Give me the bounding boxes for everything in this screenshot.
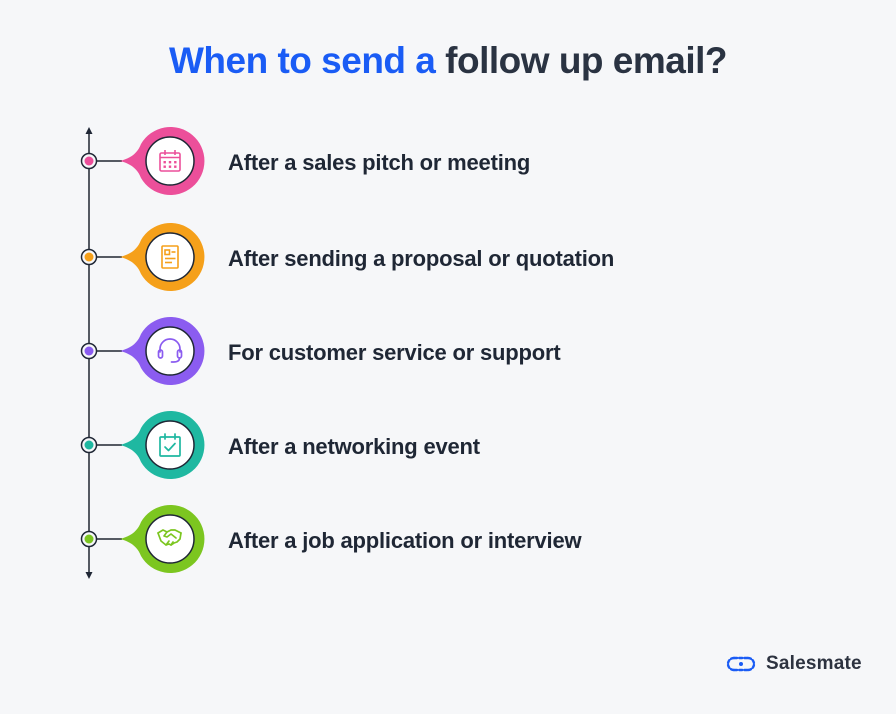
timeline-item-3 [80, 317, 205, 385]
headset-icon [157, 338, 183, 363]
brand-logo: Salesmate [724, 653, 862, 675]
arrow-down-icon [85, 572, 93, 579]
item-label-1: After a sales pitch or meeting [228, 150, 531, 175]
timeline-dot [84, 346, 94, 356]
title-rest: follow up email? [445, 40, 728, 81]
timeline-item-5 [80, 505, 205, 573]
calendar-icon [159, 150, 181, 172]
brand-name: Salesmate [766, 653, 862, 674]
timeline-item-2 [80, 222, 205, 292]
timeline-dot [84, 440, 94, 450]
item-label-4: After a networking event [228, 434, 480, 459]
timeline-item-1 [80, 127, 205, 196]
document-icon [161, 245, 179, 269]
arrow-up-icon [85, 127, 93, 134]
item-label-2: After sending a proposal or quotation [228, 246, 615, 271]
timeline-dot [84, 156, 94, 166]
calendar-check-icon [159, 433, 181, 457]
title-highlight: When to send a [168, 40, 436, 81]
item-label-5: After a job application or interview [228, 528, 582, 553]
salesmate-logo-icon [726, 656, 756, 672]
timeline-dot [84, 534, 94, 544]
timeline-dot [84, 252, 94, 262]
item-label-3: For customer service or support [228, 340, 561, 365]
handshake-icon [157, 529, 182, 546]
page-title: When to send a follow up email? [0, 40, 896, 82]
timeline-item-4 [80, 410, 205, 479]
